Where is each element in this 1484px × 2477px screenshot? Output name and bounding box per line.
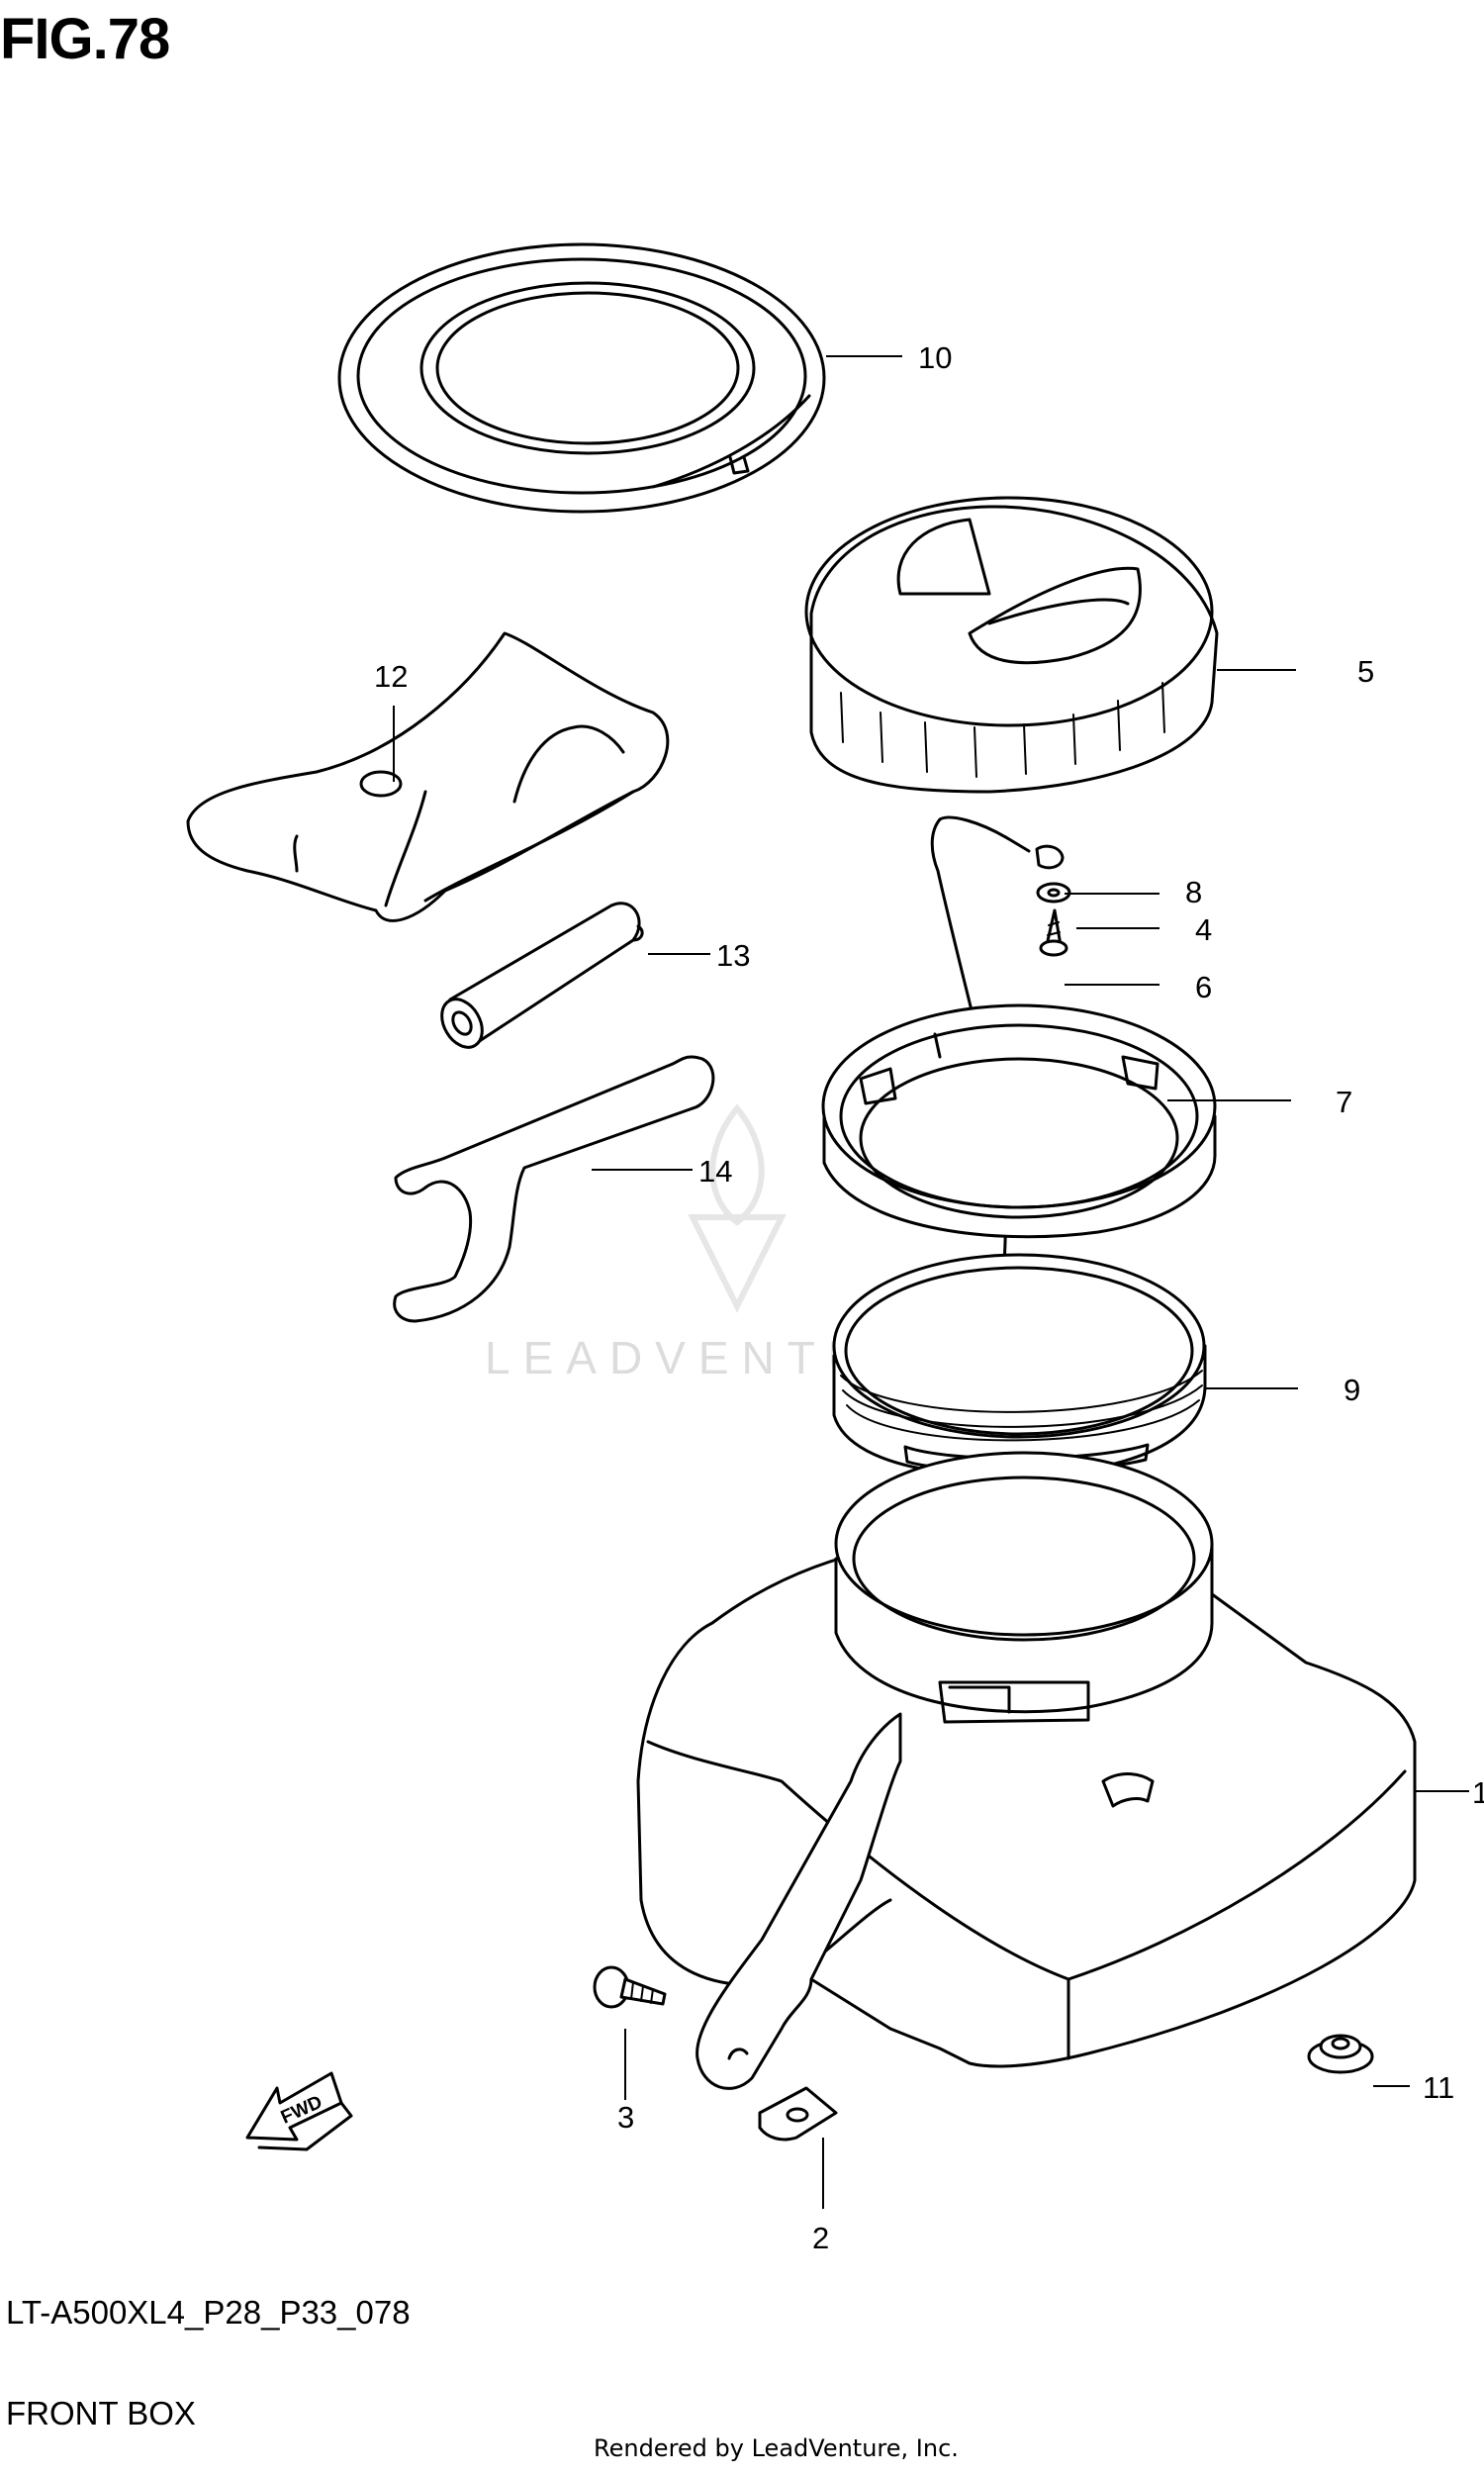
callout-2: 2 bbox=[812, 2221, 829, 2255]
callout-13: 13 bbox=[716, 938, 750, 973]
callout-14: 14 bbox=[698, 1154, 732, 1189]
part-11-grommet[interactable] bbox=[1307, 2034, 1374, 2074]
part-12-tool-bag[interactable] bbox=[186, 631, 670, 922]
part-9-threaded-neck[interactable] bbox=[832, 1253, 1207, 1477]
callout-1: 1 bbox=[1472, 1775, 1484, 1810]
figure-caption: FRONT BOX bbox=[6, 2395, 196, 2431]
fwd-arrow-icon: FWD bbox=[245, 2071, 353, 2151]
rendered-by-credit: Rendered by LeadVenture, Inc. bbox=[594, 2434, 959, 2462]
callout-6: 6 bbox=[1195, 970, 1212, 1004]
figure-title: FIG.78 bbox=[0, 7, 170, 71]
leader-lines bbox=[393, 355, 1469, 2209]
part-1-front-box[interactable] bbox=[636, 1451, 1417, 2090]
callout-5: 5 bbox=[1357, 654, 1374, 689]
callout-11: 11 bbox=[1423, 2070, 1454, 2105]
watermark-logo-icon bbox=[688, 1103, 787, 1313]
part-8-wire-terminal[interactable] bbox=[938, 815, 1065, 870]
callouts: 10 5 8 4 6 7 9 1 11 2 3 12 13 14 bbox=[374, 340, 1484, 2255]
callout-12: 12 bbox=[374, 659, 408, 694]
callout-3: 3 bbox=[617, 2100, 634, 2135]
callout-9: 9 bbox=[1344, 1373, 1360, 1407]
callout-10: 10 bbox=[918, 340, 952, 375]
part-13-cylinder-tool[interactable] bbox=[433, 902, 644, 1055]
part-3-bolt[interactable] bbox=[593, 1965, 667, 2009]
part-5-box-cap[interactable] bbox=[804, 496, 1219, 794]
part-14-spanner-wrench[interactable] bbox=[393, 1055, 715, 1323]
callout-8: 8 bbox=[1185, 875, 1202, 909]
part-2-clip-nut[interactable] bbox=[758, 2086, 838, 2142]
part-6-screw[interactable] bbox=[1039, 908, 1068, 957]
part-10-lid-gasket[interactable] bbox=[337, 242, 826, 514]
part-7-retaining-ring[interactable] bbox=[821, 1003, 1217, 1239]
figure-code: LT-A500XL4_P28_P33_078 bbox=[6, 2294, 411, 2331]
callout-7: 7 bbox=[1336, 1085, 1352, 1119]
callout-4: 4 bbox=[1195, 912, 1212, 947]
